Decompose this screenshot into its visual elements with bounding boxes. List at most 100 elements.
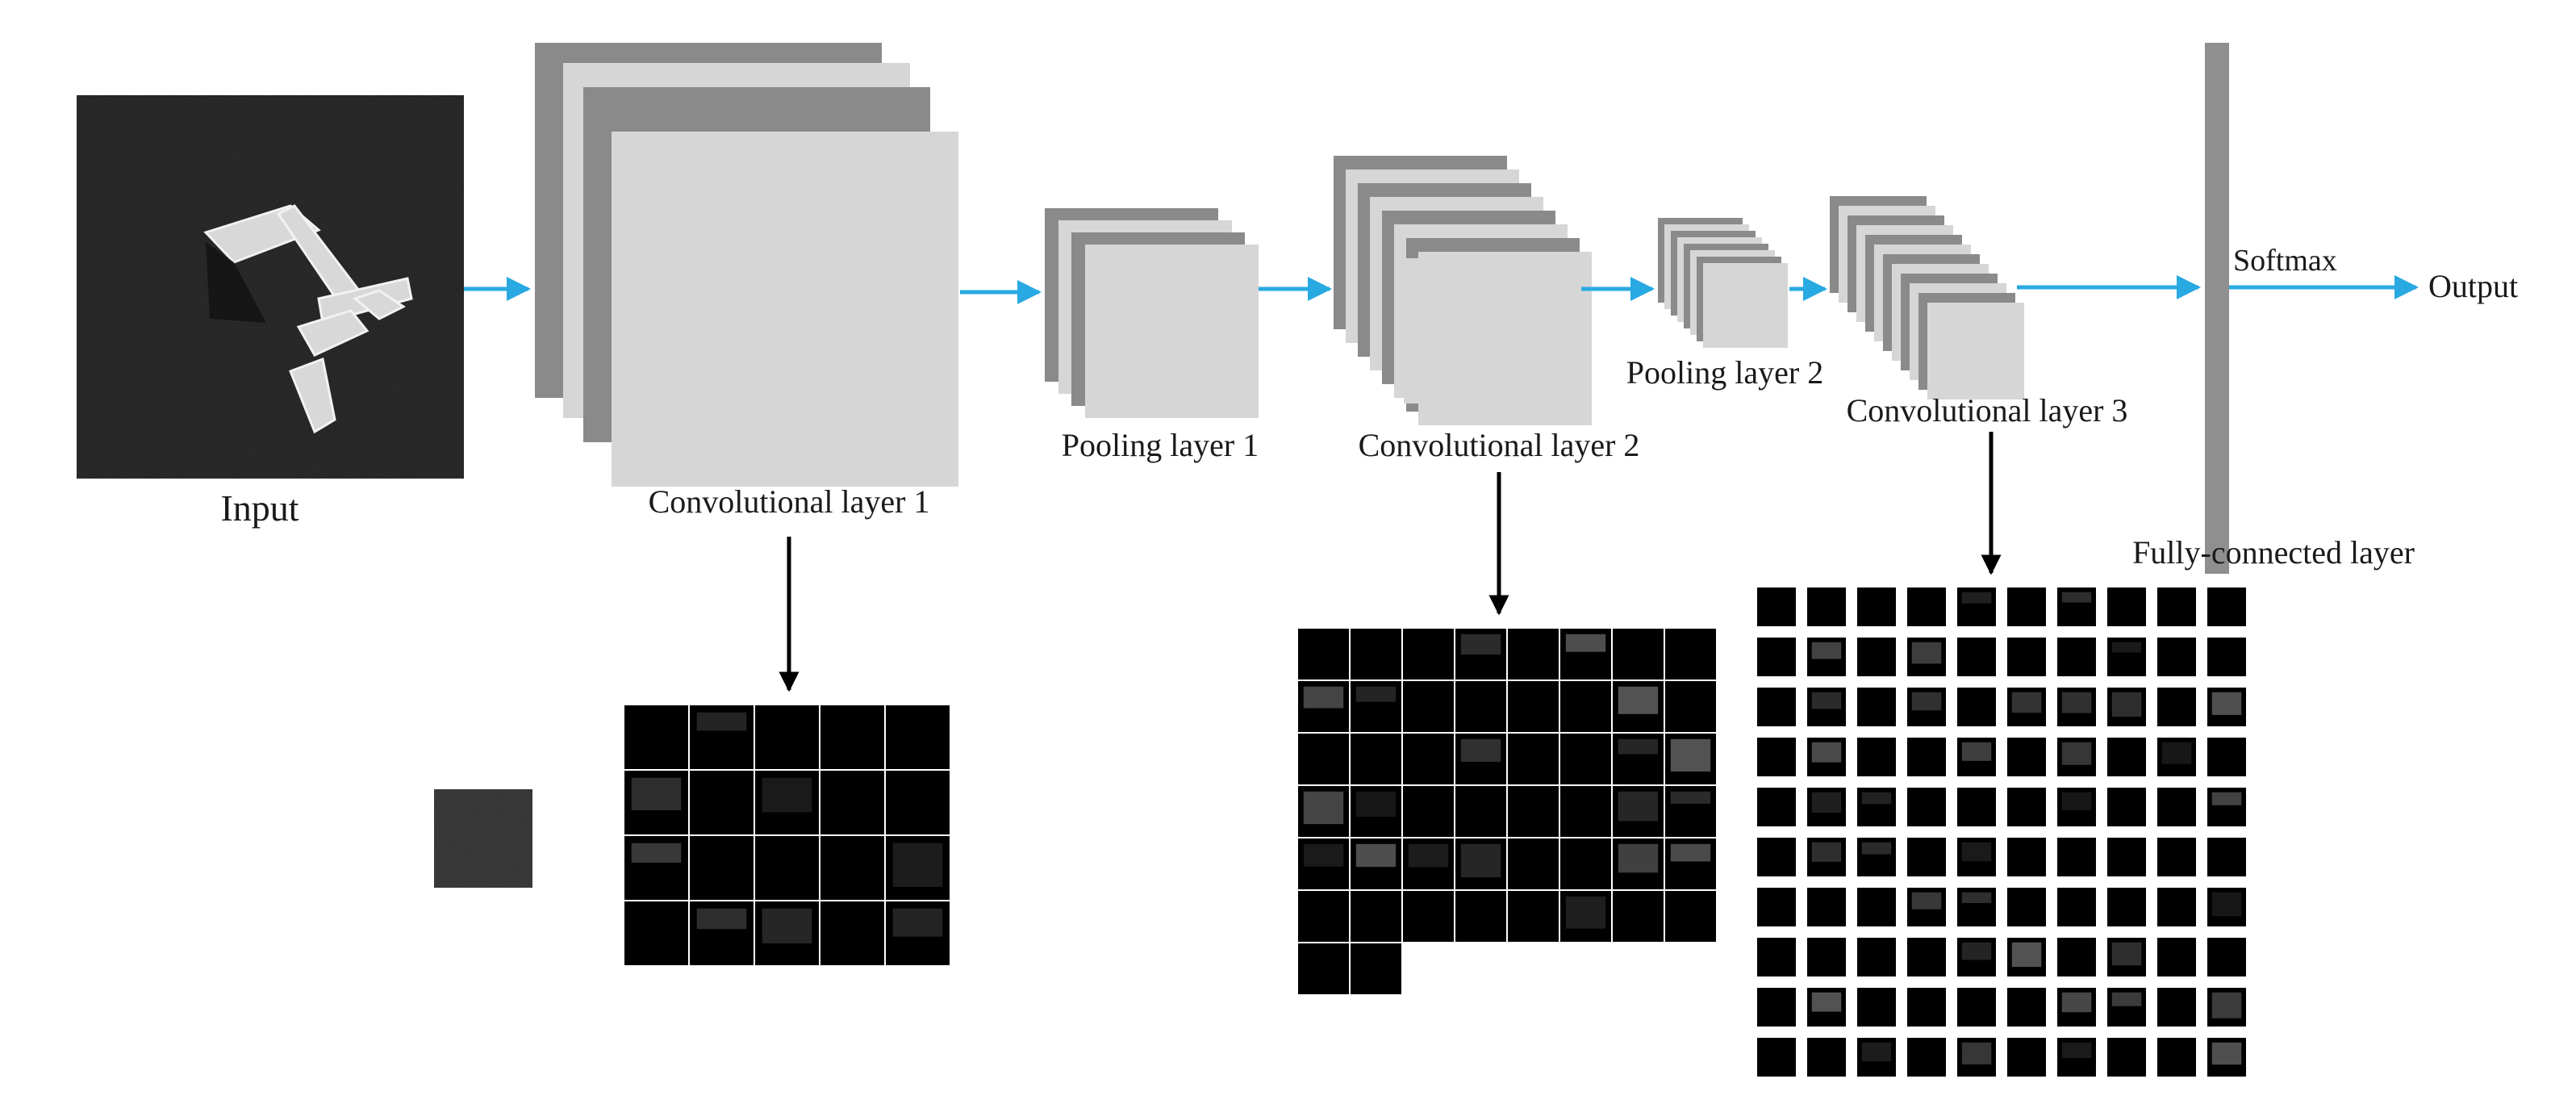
feature-texture [1811,792,1842,813]
feature-cell [2157,838,2196,876]
feature-cell [1296,889,1351,943]
feature-cell [1807,888,1846,926]
feature-cell [1559,837,1613,891]
conv2-feature-grid [1296,627,1718,996]
feature-texture [1961,742,1992,761]
feature-cell [2207,1038,2246,1077]
input-patch [434,789,532,888]
feature-cell [1757,938,1796,976]
feature-cell [2157,788,2196,826]
feature-cell [1807,788,1846,826]
feature-cell [1664,680,1718,734]
feature-texture [1961,1042,1992,1064]
feature-texture [1670,738,1711,772]
feature-cell [1559,732,1613,786]
feature-cell [2057,838,2096,876]
feature-cell [1857,838,1896,876]
feature-texture [1355,843,1397,868]
feature-cell [1296,680,1351,734]
feature-cell [1611,732,1665,786]
feature-cell [1349,889,1403,943]
feature-cell [1611,784,1665,838]
feature-cell [1857,788,1896,826]
feature-texture [1911,892,1942,910]
feature-texture [1961,592,1992,604]
feature-cell [1857,638,1896,676]
feature-cell [1957,888,1996,926]
feature-cell [884,900,951,967]
feature-cell [1857,888,1896,926]
feature-cell [1401,627,1455,681]
feature-cell [1401,732,1455,786]
feature-cell [1757,738,1796,776]
conv2-feature-maps [1334,156,1592,425]
feature-cell [1296,732,1351,786]
conv1-feature-maps [535,43,958,487]
feature-cell [884,704,951,771]
conv3-feature-grid [1757,588,2246,1077]
feature-cell [1664,837,1718,891]
airplane-shape [203,204,413,434]
feature-cell [2207,838,2246,876]
feature-cell [2057,938,2096,976]
feature-cell [623,900,690,967]
feature-cell [754,704,820,771]
feature-cell [2107,1038,2146,1077]
feature-cell [1807,988,1846,1027]
feature-cell [2157,638,2196,676]
feature-cell [1757,788,1796,826]
feature-cell [2107,788,2146,826]
feature-cell [2057,588,2096,626]
feature-cell [1454,889,1508,943]
softmax-label: Softmax [2233,244,2337,278]
feature-cell [1857,938,1896,976]
feature-cell [1757,588,1796,626]
feature-cell [1857,1038,1896,1077]
pool2-feature-maps [1658,218,1788,348]
feature-texture [2161,742,2192,764]
feature-texture [1355,686,1397,702]
feature-texture [1618,738,1659,755]
feature-cell [1857,588,1896,626]
feature-texture [1460,634,1501,655]
feature-cell [2057,988,2096,1027]
feature-cell [819,704,886,771]
feature-cell [1807,838,1846,876]
feature-texture [1811,842,1842,862]
feature-texture [1961,842,1992,862]
feature-texture [1911,642,1942,664]
feature-texture [2211,1042,2242,1065]
feature-texture [1303,791,1344,825]
feature-texture [1861,792,1892,805]
feature-cell [2007,788,2046,826]
feature-cell [1611,627,1665,681]
conv3-label: Convolutional layer 3 [1847,392,2128,429]
feature-cell [623,704,690,771]
feature-cell [2007,738,2046,776]
feature-texture [2061,1042,2092,1059]
feature-cell [2007,838,2046,876]
feature-cell [1454,837,1508,891]
feature-cell [1857,988,1896,1027]
feature-cell [1454,680,1508,734]
feature-cell [2157,988,2196,1027]
feature-texture [1811,642,1842,659]
feature-texture [892,908,943,937]
feature-texture [1911,692,1942,711]
feature-texture [696,712,747,731]
feature-texture [696,908,747,930]
feature-cell [1957,588,1996,626]
feature-cell [2157,1038,2196,1077]
conv1-feature-grid [623,704,951,967]
feature-cell [2007,988,2046,1027]
feature-cell [1957,1038,1996,1077]
feature-texture [2061,742,2092,765]
feature-cell [2207,938,2246,976]
feature-texture [2211,692,2242,715]
feature-cell [1757,888,1796,926]
feature-texture [762,777,812,813]
feature-cell [2007,938,2046,976]
feature-texture [2111,942,2142,966]
feature-cell [2057,638,2096,676]
